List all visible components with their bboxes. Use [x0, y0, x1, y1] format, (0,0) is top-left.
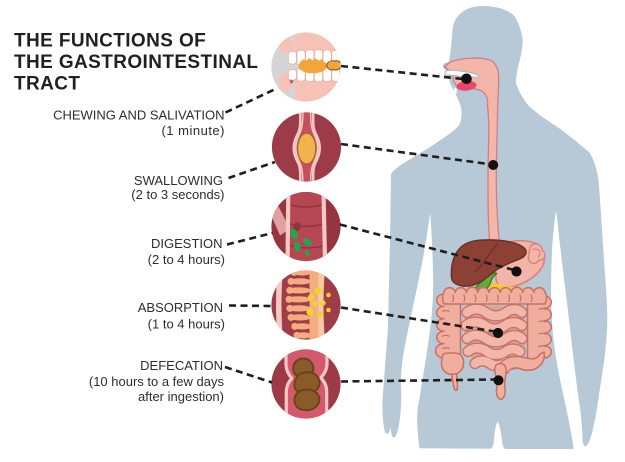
svg-text:ABSORPTION: ABSORPTION [138, 300, 223, 315]
svg-text:after ingestion): after ingestion) [138, 389, 224, 404]
svg-text:SWALLOWING: SWALLOWING [134, 173, 223, 188]
svg-text:DIGESTION: DIGESTION [151, 236, 223, 251]
svg-text:DEFECATION: DEFECATION [140, 358, 223, 373]
svg-text:CHEWING AND SALIVATION: CHEWING AND SALIVATION [53, 108, 224, 123]
svg-text:(2 to 4 hours): (2 to 4 hours) [148, 252, 225, 267]
svg-text:THE GASTROINTESTINAL: THE GASTROINTESTINAL [14, 52, 258, 73]
svg-text:TRACT: TRACT [14, 74, 80, 95]
svg-text:(2 to 3 seconds): (2 to 3 seconds) [131, 187, 224, 202]
svg-text:(1 to 4 hours): (1 to 4 hours) [148, 317, 225, 332]
svg-text:THE FUNCTIONS OF: THE FUNCTIONS OF [14, 31, 206, 52]
svg-text:(1 minute): (1 minute) [161, 123, 225, 138]
svg-text:(10 hours to a few days: (10 hours to a few days [89, 374, 225, 389]
